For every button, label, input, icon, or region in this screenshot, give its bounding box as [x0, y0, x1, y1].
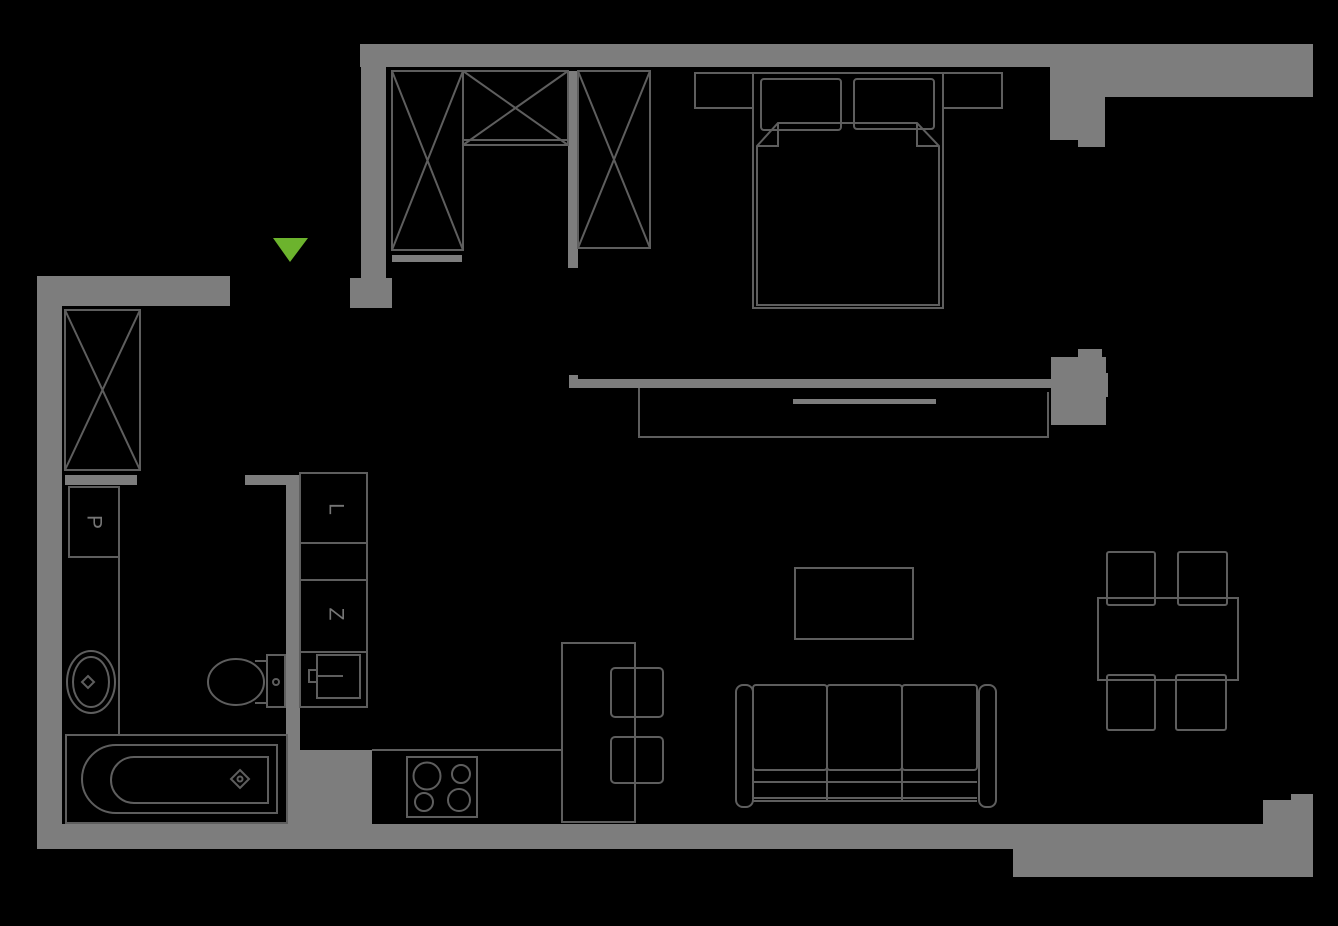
- burner-icon: [447, 788, 471, 812]
- closet-section-3-cross-icon: [577, 70, 651, 249]
- wall-bedroom-column: [1051, 357, 1106, 425]
- wall-bottom-corner-block: [1263, 800, 1313, 877]
- tv: [793, 399, 936, 404]
- wall-bottom-right: [1013, 824, 1263, 877]
- wall-closet-divider: [568, 71, 578, 268]
- pillow-right: [853, 78, 935, 130]
- wall-kitchen-top-stub: [245, 475, 300, 485]
- burner-icon: [412, 761, 442, 791]
- sofa-armrest-right: [978, 684, 997, 808]
- hall-wardrobe-cross-icon: [64, 309, 141, 471]
- closet-section-1-cross-icon: [391, 70, 464, 251]
- stove-top: [406, 756, 478, 818]
- bathtub-outer: [65, 734, 288, 824]
- washing-machine: [68, 486, 120, 558]
- sofa-seat-lines: [753, 770, 977, 802]
- bed-frame: [752, 72, 944, 309]
- pillow-left: [760, 78, 842, 131]
- wall-bottom-corner-notch: [1291, 794, 1313, 806]
- closet-section-3: [577, 70, 651, 249]
- tub-faucet-icon: [229, 768, 251, 790]
- tub-drain-icon: [236, 775, 244, 783]
- bathroom-sink: [66, 650, 116, 714]
- kitchen-island: [561, 642, 636, 823]
- fridge-label: L: [325, 503, 348, 515]
- wall-bathroom-top-left: [65, 475, 137, 485]
- washing-machine-label: P: [83, 515, 106, 529]
- wall-bottom-left: [37, 824, 1013, 849]
- duvet: [756, 122, 940, 306]
- burner-icon: [414, 792, 434, 812]
- closet-section-2: [462, 70, 569, 146]
- bathroom-sink-basin: [72, 656, 110, 708]
- dining-chair: [1175, 674, 1227, 731]
- bar-stool: [610, 667, 664, 718]
- dining-set: [1097, 551, 1239, 731]
- sofa-back-cushion: [826, 684, 903, 771]
- sofa-armrest-left: [735, 684, 754, 808]
- closet-front-band: [392, 255, 462, 262]
- toilet: [207, 654, 286, 708]
- burner-icon: [451, 764, 471, 784]
- dining-table: [1097, 597, 1239, 681]
- kitchen-sink-cabinet: [299, 651, 368, 708]
- toilet-tank: [266, 654, 286, 708]
- living-room: [735, 551, 1239, 808]
- tv-sideboard: [638, 388, 1049, 438]
- wall-hall-kitchen-chunk: [300, 750, 372, 824]
- kitchen-cabinet: [299, 542, 368, 581]
- walls: [37, 44, 1313, 877]
- kitchen-faucet-icon: [308, 669, 318, 683]
- duvet-corner-folds: [757, 123, 939, 147]
- coffee-table: [794, 567, 914, 640]
- wall-bathroom-kitchen: [286, 475, 300, 824]
- toilet-seat-lines: [255, 660, 267, 704]
- wall-bedroom-column-nub: [1102, 373, 1108, 397]
- hall-closets: [64, 70, 651, 471]
- wall-bedroom-pier-top-step: [1078, 44, 1105, 147]
- entrance-arrow-icon: [273, 238, 308, 262]
- wall-bedroom-partition: [569, 379, 1051, 388]
- bedroom: [638, 72, 1049, 438]
- bathtub: [65, 734, 288, 824]
- sink-faucet-icon: [80, 674, 96, 690]
- wall-bedroom-column-notch: [1078, 349, 1102, 359]
- sofa: [735, 684, 997, 808]
- dining-chair: [1177, 551, 1228, 606]
- stove: [406, 756, 478, 818]
- bathtub-basin: [110, 756, 269, 804]
- wall-top-right-thick: [1102, 44, 1313, 97]
- toilet-bowl: [207, 658, 265, 706]
- bathroom: [65, 486, 288, 824]
- wall-left-top-band: [37, 276, 230, 306]
- sofa-back-cushion: [752, 684, 828, 771]
- wall-left-outer: [37, 276, 62, 849]
- closet-section-2-cross-icon: [462, 70, 569, 146]
- bar-stool: [610, 736, 664, 784]
- dishwasher-label: Z: [325, 608, 348, 621]
- kitchen: [299, 472, 664, 823]
- closet-section-1: [391, 70, 464, 251]
- dining-chair: [1106, 551, 1156, 606]
- dining-chair: [1106, 674, 1156, 731]
- wall-entry-block: [350, 278, 392, 308]
- nightstand-left: [694, 72, 754, 109]
- wall-entry-vertical: [361, 44, 386, 278]
- sofa-back-cushion: [901, 684, 978, 771]
- hall-wardrobe: [64, 309, 141, 471]
- bathtub-rim: [81, 744, 278, 814]
- toilet-flush-icon: [272, 678, 280, 686]
- nightstand-right: [942, 72, 1003, 109]
